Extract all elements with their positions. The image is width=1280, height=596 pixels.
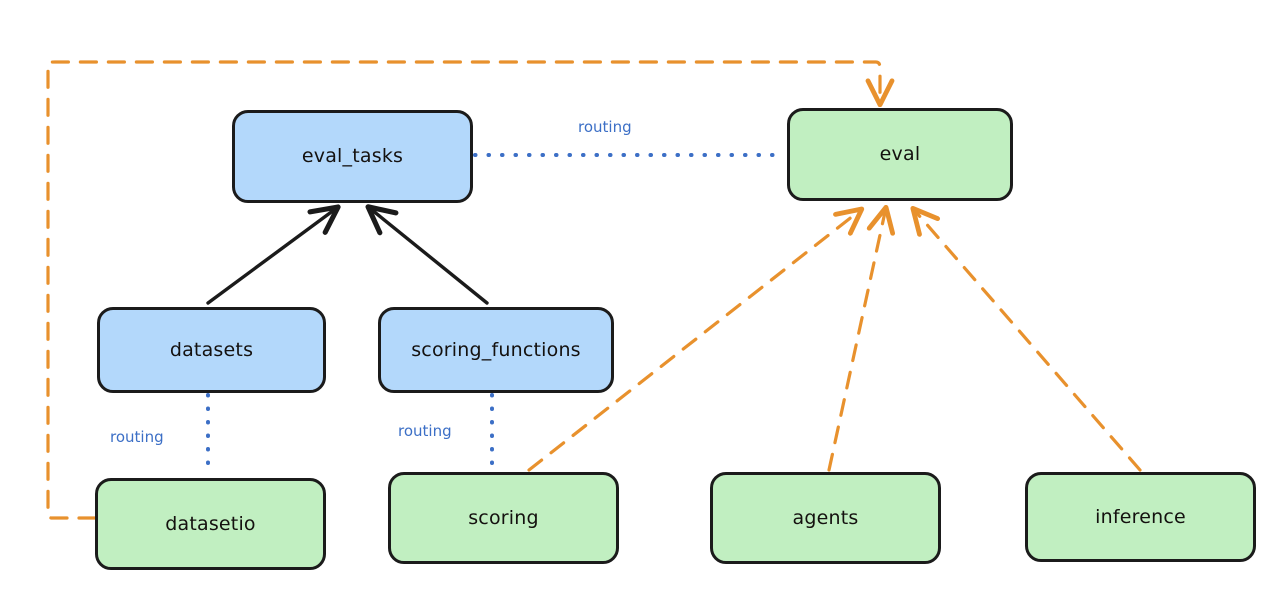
node-inference[interactable]: inference	[1025, 472, 1256, 562]
node-datasets[interactable]: datasets	[97, 307, 326, 393]
edge-scoring_functions-to-eval_tasks	[365, 204, 489, 305]
edge-label-routing-datasetio: routing	[110, 428, 164, 446]
node-label: inference	[1095, 505, 1186, 528]
node-label: eval_tasks	[301, 145, 404, 168]
node-label: scoring_functions	[411, 338, 581, 361]
node-label: datasetio	[165, 512, 256, 535]
node-eval[interactable]: eval	[787, 108, 1013, 201]
node-label: scoring	[468, 506, 539, 529]
edge-datasets-to-eval_tasks	[206, 204, 341, 305]
edge-label-routing-scoring: routing	[398, 422, 452, 440]
edge-label-routing-eval: routing	[578, 118, 632, 136]
node-datasetio[interactable]: datasetio	[95, 478, 326, 570]
node-label: agents	[792, 506, 859, 529]
node-label: eval	[879, 143, 921, 166]
edge-inference-to-eval	[910, 205, 1142, 472]
edge-agents-to-eval	[827, 204, 896, 472]
node-agents[interactable]: agents	[710, 472, 941, 564]
node-scoring[interactable]: scoring	[388, 472, 619, 564]
node-label: datasets	[169, 338, 254, 361]
node-eval-tasks[interactable]: eval_tasks	[232, 110, 473, 203]
node-scoring-functions[interactable]: scoring_functions	[378, 307, 614, 393]
